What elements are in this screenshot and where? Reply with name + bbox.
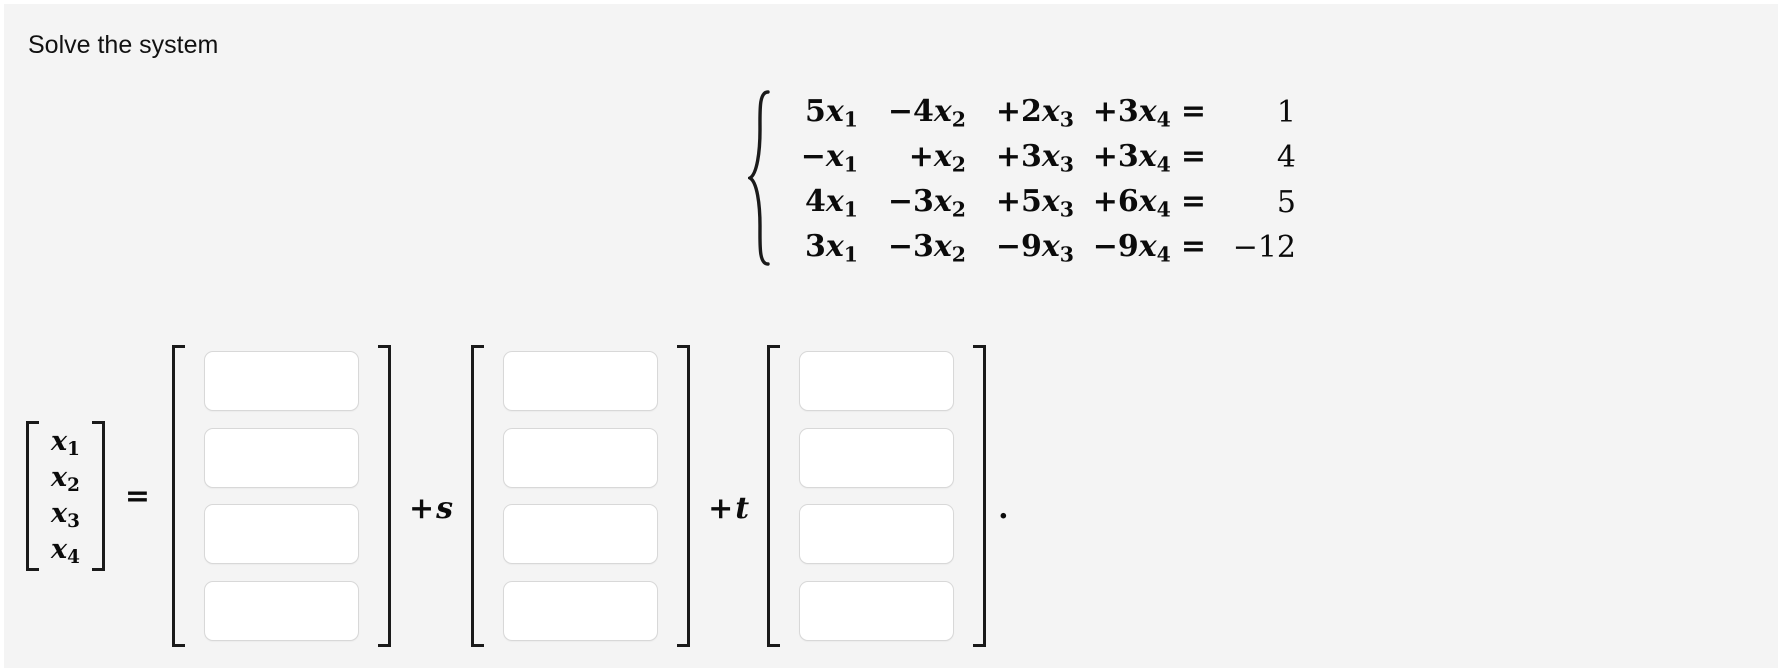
equation-constant: −12	[1232, 230, 1296, 265]
equation-term: −9x3	[995, 228, 1074, 267]
left-curly-brace-icon	[748, 90, 774, 270]
right-square-bracket-icon	[374, 345, 392, 647]
first-basis-vector-inputs	[488, 345, 673, 647]
right-square-bracket-icon	[673, 345, 691, 647]
vector-3-input-3[interactable]	[799, 504, 955, 565]
equation-term: +3x3	[995, 138, 1074, 177]
equation-term: −3x2	[887, 183, 966, 222]
right-square-bracket-icon	[969, 345, 987, 647]
page-title: Solve the system	[28, 31, 219, 59]
system-of-equations: 5x1 −4x2 +2x3 +3x4= 1 −x1 +x2 +3x3 +3x4=…	[748, 90, 1296, 270]
equation-constant: 5	[1276, 185, 1296, 220]
left-square-bracket-icon	[26, 421, 43, 571]
vector-3-input-1[interactable]	[799, 351, 955, 411]
vector-2-input-1[interactable]	[503, 351, 659, 411]
left-square-bracket-icon	[172, 345, 189, 647]
variable-vector-entries: x1 x2 x3 x4	[43, 424, 88, 568]
equation-term: +3x4=	[1092, 93, 1206, 132]
equation-term: −x1	[800, 138, 858, 177]
vector-entry: x2	[51, 462, 80, 497]
equation-term: −4x2	[887, 93, 966, 132]
parameter-s-label: +s	[409, 491, 454, 526]
equation-term: +2x3	[995, 93, 1074, 132]
left-square-bracket-icon	[471, 345, 488, 647]
vector-2-input-4[interactable]	[503, 580, 659, 641]
vector-1-input-4[interactable]	[204, 580, 360, 641]
second-basis-vector	[767, 345, 987, 647]
equation-term: +x2	[908, 138, 966, 177]
vector-entry: x3	[51, 498, 80, 533]
equation-term: 5x1	[805, 93, 858, 132]
trailing-period: .	[998, 491, 1009, 526]
variable-vector: x1 x2 x3 x4	[26, 421, 105, 571]
particular-solution-inputs	[189, 345, 374, 647]
first-basis-vector	[471, 345, 691, 647]
right-square-bracket-icon	[88, 421, 105, 571]
equation-constant: 1	[1276, 95, 1296, 130]
equation-constant: 4	[1276, 140, 1296, 175]
left-square-bracket-icon	[767, 345, 784, 647]
equation-term: 4x1	[805, 183, 858, 222]
particular-solution-vector	[172, 345, 392, 647]
vector-3-input-4[interactable]	[799, 580, 955, 641]
parameter-t-label: +t	[708, 491, 750, 526]
equation-term: +6x4=	[1092, 183, 1206, 222]
equation-term: −3x2	[887, 228, 966, 267]
equation-term: +5x3	[995, 183, 1074, 222]
vector-2-input-2[interactable]	[503, 427, 659, 488]
equation-term: 3x1	[805, 228, 858, 267]
second-basis-vector-inputs	[784, 345, 969, 647]
vector-3-input-2[interactable]	[799, 427, 955, 488]
equals-sign: =	[124, 478, 151, 514]
vector-1-input-3[interactable]	[204, 504, 360, 565]
equation-term: −9x4=	[1092, 228, 1206, 267]
vector-1-input-2[interactable]	[204, 427, 360, 488]
vector-entry: x1	[51, 426, 80, 461]
equation-term: +3x4=	[1092, 138, 1206, 177]
solution-entry-row: x1 x2 x3 x4 = +s	[26, 340, 1009, 652]
vector-1-input-1[interactable]	[204, 351, 360, 411]
vector-entry: x4	[51, 534, 80, 569]
equations-grid: 5x1 −4x2 +2x3 +3x4= 1 −x1 +x2 +3x3 +3x4=…	[774, 90, 1296, 270]
vector-2-input-3[interactable]	[503, 504, 659, 565]
